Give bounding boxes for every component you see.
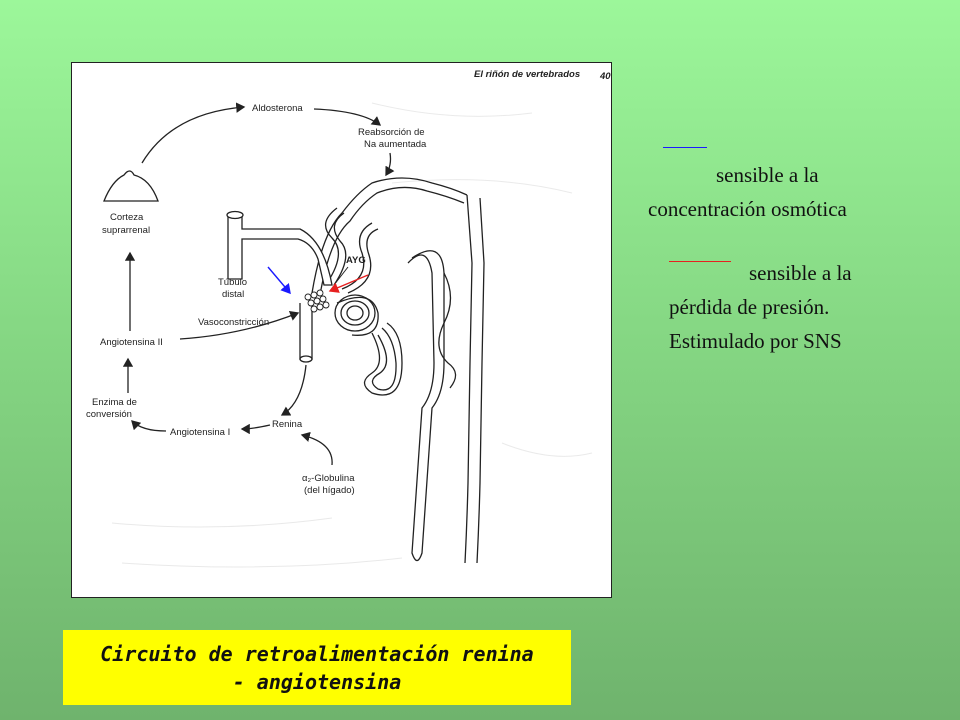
arrow-to-enzima [131, 420, 167, 432]
label-vasoconstriccion: Vasoconstricción [198, 317, 269, 328]
label-aldosterona: Aldosterona [252, 103, 303, 114]
blue-osmotic-arrow [267, 266, 291, 295]
label-corteza-2: suprarrenal [102, 225, 150, 236]
arrow-globulina-to-angiotensina [300, 431, 333, 466]
arrow-to-reabsorcion [313, 108, 382, 126]
arrow-renina-to-angiotensina-1 [240, 423, 271, 435]
label-reabsorcion-2: Na aumentada [364, 139, 427, 150]
label-reabsorcion-1: Reabsorción de [358, 127, 425, 138]
diagram-image: El riñón de vertebrados 40 Corteza supra… [71, 62, 612, 598]
blue-legend-line [663, 147, 707, 148]
ayg-pointer [333, 266, 349, 286]
page-number: 40 [599, 71, 611, 82]
nephron-drawing [311, 177, 485, 564]
arrow-to-renina [280, 364, 307, 416]
label-ayg: AYG [346, 255, 366, 266]
caption-box: Circuito de retroalimentación renina - a… [63, 630, 571, 705]
blue-legend-text-2: concentración osmótica [648, 197, 847, 221]
renin-angiotensin-diagram: El riñón de vertebrados 40 Corteza supra… [86, 69, 611, 568]
arrow-to-vasoconstriction [179, 311, 300, 340]
arteriole-drawing [226, 210, 333, 363]
label-angiotensina-1: Angiotensina I [170, 427, 230, 438]
blue-legend-text-1: sensible a la [716, 163, 819, 187]
scan-noise [111, 102, 593, 568]
arrow-to-aldosterona [141, 102, 246, 164]
label-globulina-2: (del hígado) [304, 485, 355, 496]
red-legend-text-3: Estimulado por SNS [669, 329, 842, 353]
label-globulina-1: α₂-Globulina [302, 473, 355, 484]
label-tubulo-1: Túbulo [218, 277, 247, 288]
red-legend-text-1: sensible a la [749, 261, 852, 285]
macula-densa-cells [304, 289, 330, 313]
caption-line-2: - angiotensina [232, 669, 402, 694]
red-legend-text-2: pérdida de presión. [669, 295, 830, 319]
red-legend-line [669, 261, 731, 262]
caption-text: Circuito de retroalimentación renina - a… [100, 640, 533, 696]
label-angiotensina-2: Angiotensina II [100, 337, 163, 348]
label-enzima-2: conversión [86, 409, 132, 420]
label-enzima-1: Enzima de [92, 397, 137, 408]
red-pressure-arrow [328, 274, 369, 293]
label-corteza-1: Corteza [110, 212, 144, 223]
label-tubulo-2: distal [222, 289, 244, 300]
label-renina: Renina [272, 419, 303, 430]
caption-line-1: Circuito de retroalimentación renina [100, 641, 534, 666]
adrenal-cortex-shape [103, 170, 159, 202]
arrow-to-tubule [385, 152, 395, 177]
header-title: El riñón de vertebrados [474, 69, 580, 80]
